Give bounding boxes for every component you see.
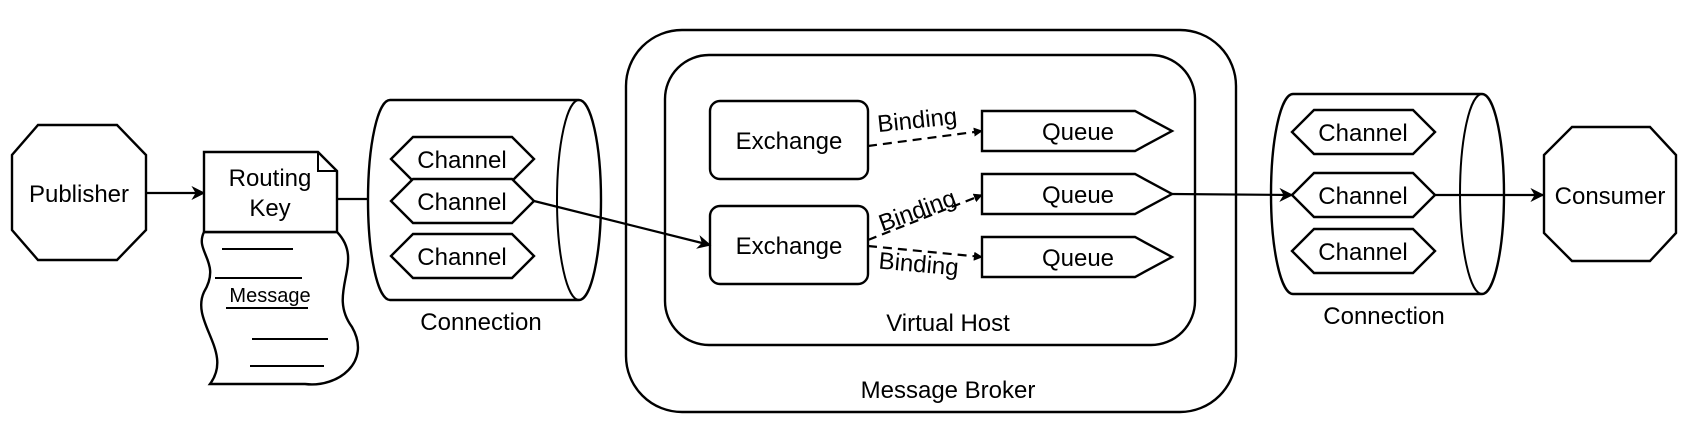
exchange-1-label: Exchange	[736, 128, 843, 155]
left-channel-1: Channel	[389, 135, 536, 183]
virtual-host-label: Virtual Host	[886, 310, 1010, 337]
left-channel-3: Channel	[389, 232, 536, 280]
left-channel-3-label: Channel	[417, 244, 506, 271]
message-document: Message	[200, 230, 360, 386]
routing-key-label-line-2: Key	[249, 195, 290, 222]
channel-to-exchange-arrow	[533, 199, 712, 249]
queue-to-channel-arrow	[1171, 187, 1294, 202]
right-channel-3-label: Channel	[1318, 239, 1407, 266]
publisher-label: Publisher	[29, 181, 129, 208]
queue-2: Queue	[980, 172, 1175, 216]
routing-key-note: Routing Key	[202, 150, 339, 234]
queue-1: Queue	[980, 109, 1175, 153]
right-channel-3: Channel	[1290, 227, 1437, 275]
left-channel-2-label: Channel	[417, 189, 506, 216]
right-channel-1-label: Channel	[1318, 120, 1407, 147]
exchange-2-label: Exchange	[736, 233, 843, 260]
queue-3: Queue	[980, 235, 1175, 279]
routing-key-label-line-1: Routing	[229, 165, 312, 192]
left-channel-1-label: Channel	[417, 147, 506, 174]
consumer-label: Consumer	[1555, 183, 1666, 210]
left-channel-2: Channel	[389, 177, 536, 225]
right-channel-2-label: Channel	[1318, 183, 1407, 210]
queue-1-label: Queue	[1042, 119, 1114, 146]
message-label: Message	[229, 285, 310, 307]
queue-2-label: Queue	[1042, 182, 1114, 209]
left-connection-label: Connection	[420, 309, 541, 336]
right-connection-label: Connection	[1323, 303, 1444, 330]
publisher-node: Publisher	[10, 123, 148, 262]
message-broker-label: Message Broker	[861, 377, 1036, 404]
right-channel-1: Channel	[1290, 108, 1437, 156]
exchange-2: Exchange	[708, 204, 870, 286]
queue-3-label: Queue	[1042, 245, 1114, 272]
consumer-node: Consumer	[1542, 125, 1678, 263]
right-channel-2: Channel	[1290, 171, 1437, 219]
exchange-1: Exchange	[708, 99, 870, 181]
